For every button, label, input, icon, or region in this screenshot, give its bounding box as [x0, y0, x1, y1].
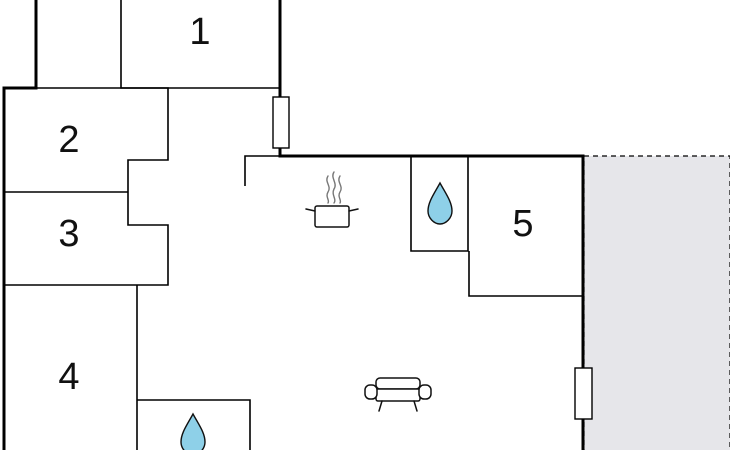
outer-walls [2, 0, 585, 450]
room-label-3: 3 [58, 213, 79, 255]
sofa-icon [364, 377, 432, 412]
water-drop-icon [427, 181, 453, 225]
room-label-2: 2 [58, 119, 79, 161]
terrace-area [583, 155, 730, 450]
room-label-5: 5 [512, 203, 533, 245]
water-drop-icon [180, 412, 206, 450]
window-right [574, 367, 593, 420]
room-label-1: 1 [189, 11, 210, 53]
interior-walls [4, 0, 583, 450]
room-label-4: 4 [58, 356, 79, 398]
cooking-pot-icon [305, 171, 359, 228]
window-top [272, 96, 290, 149]
